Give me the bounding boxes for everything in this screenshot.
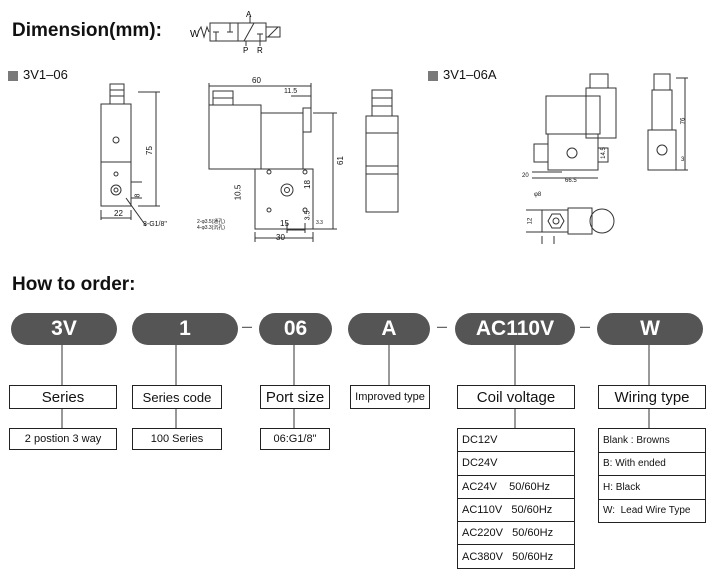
voltage-option: DC12V — [458, 429, 574, 453]
voltage-options-list: DC12V DC24V AC24V 50/60Hz AC110V 50/60Hz… — [457, 428, 575, 569]
voltage-option: AC110V 50/60Hz — [458, 499, 574, 523]
model-label-left: 3V1–06 — [8, 67, 68, 82]
model-a-drawing — [532, 73, 617, 179]
label-improved: Improved type — [350, 385, 430, 409]
dim-30: 30 — [276, 233, 285, 242]
wiring-option: B: With ended — [599, 453, 705, 476]
separator-3: – — [580, 316, 591, 336]
voltage-option: AC220V 50/60Hz — [458, 522, 574, 546]
symbol-p: P — [243, 46, 248, 55]
value-port: 06:G1/8" — [260, 428, 330, 450]
valve-symbol-icon: W A P R — [190, 10, 281, 55]
separator-2: – — [437, 316, 448, 336]
model-a-side-drawing — [647, 73, 688, 171]
symbol-r: R — [257, 46, 263, 55]
symbol-a: A — [246, 10, 252, 19]
model-label-right: 3V1–06A — [428, 67, 497, 82]
order-title: How to order: — [12, 274, 136, 295]
value-series: 2 postion 3 way — [9, 428, 117, 450]
dim-60: 60 — [252, 76, 261, 85]
label-wiring: Wiring type — [598, 385, 706, 409]
dim-11-5: 11.5 — [284, 88, 298, 95]
dim-holes: 2-φ3.5(通孔)4-φ3.3(沉孔) — [197, 219, 225, 231]
code-series-code-pill: 1 — [132, 313, 238, 345]
dim-20: 20 — [522, 173, 529, 179]
front-view-drawing — [100, 83, 160, 227]
dimension-title: Dimension(mm): — [12, 20, 162, 41]
label-series: Series — [9, 385, 117, 409]
voltage-option: AC380V 50/60Hz — [462, 550, 554, 563]
code-wiring-pill: W — [597, 313, 703, 345]
wiring-option: Blank : Browns — [599, 429, 705, 453]
voltage-option: DC24V — [458, 452, 574, 476]
dim-phi-8: φ8 — [534, 192, 542, 198]
dim-3-right: 3 — [681, 157, 685, 163]
model-a-bottom-drawing — [526, 207, 615, 244]
value-series-code: 100 Series — [132, 428, 222, 450]
code-port-pill: 06 — [259, 313, 332, 345]
dim-22: 22 — [114, 209, 123, 218]
label-port: Port size — [260, 385, 330, 409]
dim-15: 15 — [280, 219, 289, 228]
dim-3-3: 3.3 — [316, 220, 323, 226]
side-view-drawing — [208, 83, 337, 242]
square-bullet-icon — [8, 70, 18, 81]
code-improved-pill: A — [348, 313, 430, 345]
wiring-option: H: Black — [599, 476, 705, 500]
label-voltage: Coil voltage — [457, 385, 575, 409]
code-voltage-pill: AC110V — [455, 313, 575, 345]
symbol-w: W — [190, 29, 200, 40]
back-view-drawing — [365, 89, 399, 213]
wiring-options-list: Blank : Browns B: With ended H: Black W:… — [598, 428, 706, 523]
label-series-code: Series code — [132, 385, 222, 409]
dim-66-5: 66.5 — [565, 178, 577, 184]
square-bullet-icon — [428, 70, 438, 81]
code-series-pill: 3V — [11, 313, 117, 345]
separator-1: – — [242, 316, 253, 336]
voltage-option: AC24V 50/60Hz — [458, 476, 574, 499]
dim-port: 3-G1/8" — [143, 221, 167, 228]
wiring-option: W: Lead Wire Type — [603, 505, 691, 517]
